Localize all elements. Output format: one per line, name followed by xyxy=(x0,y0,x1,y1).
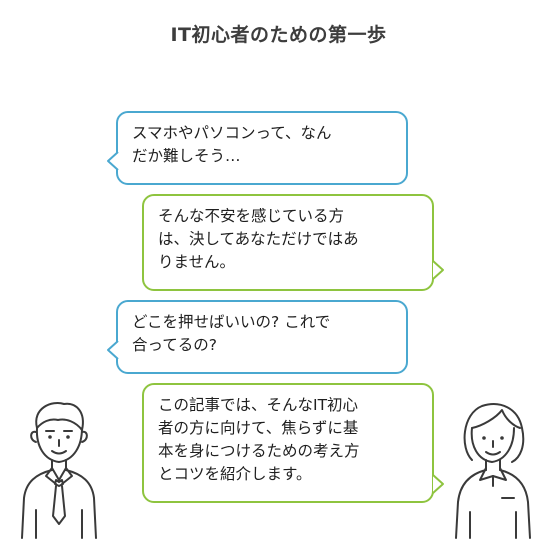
speech-bubble-right-1: そんな不安を感じている方 は、決してあなただけではあ りません。 xyxy=(142,194,434,291)
bubble-tail-left-1 xyxy=(107,151,119,171)
bubble-text: そんな不安を感じている方 は、決してあなただけではあ りません。 xyxy=(158,207,359,271)
bubble-tail-right-2 xyxy=(432,474,444,494)
man-icon xyxy=(21,402,97,539)
speech-bubble-left-2: どこを押せばいいの? これで 合ってるの? xyxy=(116,300,408,374)
bubble-text: スマホやパソコンって、なん だか難しそう… xyxy=(132,124,332,165)
bubble-tail-right-1 xyxy=(432,260,444,280)
bubble-text: どこを押せばいいの? これで 合ってるの? xyxy=(132,313,331,354)
bubble-tail-left-2 xyxy=(107,340,119,360)
bubble-text: この記事では、そんなIT初心 者の方に向けて、焦らずに基 本を身につけるための考… xyxy=(158,396,360,483)
speech-bubble-left-1: スマホやパソコンって、なん だか難しそう… xyxy=(116,111,408,185)
speech-bubble-right-2: この記事では、そんなIT初心 者の方に向けて、焦らずに基 本を身につけるための考… xyxy=(142,383,434,503)
page-title: IT初心者のための第一歩 xyxy=(170,24,387,46)
woman-icon xyxy=(455,403,531,539)
